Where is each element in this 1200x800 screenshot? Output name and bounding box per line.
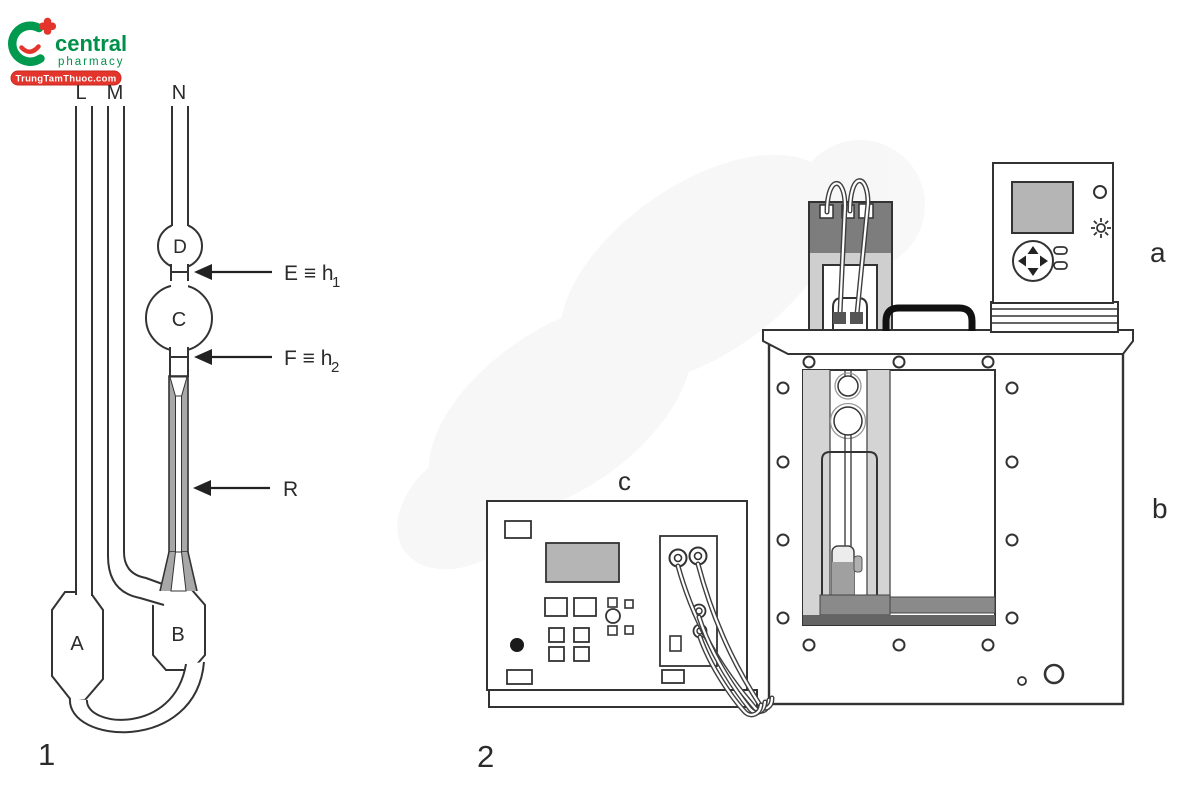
logo-plus-icon [39, 17, 56, 35]
bath-floor-right [889, 596, 996, 614]
thermostat-bath [767, 343, 1125, 706]
logo-smile-icon [19, 44, 41, 54]
mark-e-label: E ≡ h [284, 262, 334, 285]
holder-foot [850, 312, 863, 324]
unit-nav-cluster [605, 597, 634, 636]
logo-c-ring-icon [8, 21, 45, 66]
bulb-a [51, 591, 104, 701]
figure-1-number: 1 [38, 737, 55, 772]
panel-switch [669, 635, 682, 652]
arrow-left-icon [193, 480, 211, 496]
arrow-left-icon [194, 264, 212, 280]
label-unit-c: c [618, 466, 631, 496]
bulb-c-label: C [172, 309, 186, 331]
tube-l-label: L [75, 82, 86, 104]
arrow-left-icon [194, 349, 212, 365]
neck-e [170, 262, 189, 290]
logo-tagline-text: pharmacy [58, 56, 125, 68]
figure-2-number: 2 [477, 739, 494, 774]
holder-hoses [824, 178, 871, 317]
controller-display [1011, 181, 1074, 234]
power-button [510, 638, 524, 652]
sun-icon [1091, 218, 1111, 238]
drain-port-small [1017, 676, 1027, 686]
u-tube [68, 661, 205, 734]
bath-window [802, 369, 996, 626]
annotation-e: E ≡ h 1 [194, 262, 340, 291]
tube-m [107, 106, 172, 610]
arrow-right-icon [1040, 255, 1048, 267]
arrow-up-icon [1027, 246, 1039, 254]
logo-badge-text: TrungTamThuoc.com [16, 74, 117, 85]
figure-1-viscometer: L M N D C A B E ≡ h 1 F ≡ h 2 R 1 [38, 82, 340, 772]
label-bath-b: b [1152, 493, 1168, 524]
unit-button [573, 597, 597, 617]
unit-key [548, 627, 565, 643]
dpad-control [1012, 240, 1054, 282]
viscometer-rack [821, 451, 878, 620]
mark-e-subscript: 1 [332, 274, 340, 291]
neck-f [169, 342, 189, 378]
mark-f-label: F ≡ h [284, 347, 332, 370]
pharmacy-logo: central pharmacy TrungTamThuoc.com [8, 17, 127, 86]
arrow-down-icon [1027, 268, 1039, 276]
controller-key [1053, 261, 1068, 270]
bulb-d-label: D [173, 237, 187, 258]
unit-key [548, 646, 565, 662]
bath-lid [762, 329, 1134, 355]
thermostat-controller [990, 162, 1119, 333]
tube-n [171, 106, 189, 240]
unit-key [573, 646, 590, 662]
drain-port-large [1043, 663, 1065, 685]
measuring-unit [486, 500, 758, 708]
lid-handle [882, 304, 976, 331]
mark-f-subscript: 2 [331, 359, 339, 376]
unit-button [506, 669, 533, 685]
window-bolts [776, 355, 1019, 652]
viscometer-holder-head [808, 178, 893, 332]
tube-n-label: N [172, 82, 186, 104]
annotation-f: F ≡ h 2 [194, 347, 339, 376]
tube-l [75, 106, 93, 612]
unit-button [504, 520, 532, 539]
unit-display [545, 542, 620, 583]
logo-badge [10, 70, 122, 86]
mark-r-label: R [283, 478, 298, 501]
holder-foot [833, 312, 846, 324]
connection-hoses [675, 561, 775, 718]
indicator-led [1093, 185, 1107, 199]
unit-button [544, 597, 568, 617]
unit-button [661, 669, 685, 684]
arrow-left-icon [1018, 255, 1026, 267]
bulb-a-label: A [70, 633, 84, 655]
controller-key [1053, 246, 1068, 255]
bath-floor-base [803, 615, 995, 625]
bath-floor-left [819, 594, 891, 616]
immersed-viscometer [829, 370, 867, 556]
capillary-r [159, 375, 198, 592]
figure-2-apparatus: a b c 2 [477, 162, 1168, 774]
logo-brand-text: central [55, 31, 127, 56]
label-controller-a: a [1150, 237, 1166, 268]
tube-m-label: M [107, 82, 124, 104]
annotation-r: R [193, 478, 298, 501]
bulb-b-label: B [171, 624, 184, 646]
unit-key [573, 627, 590, 643]
